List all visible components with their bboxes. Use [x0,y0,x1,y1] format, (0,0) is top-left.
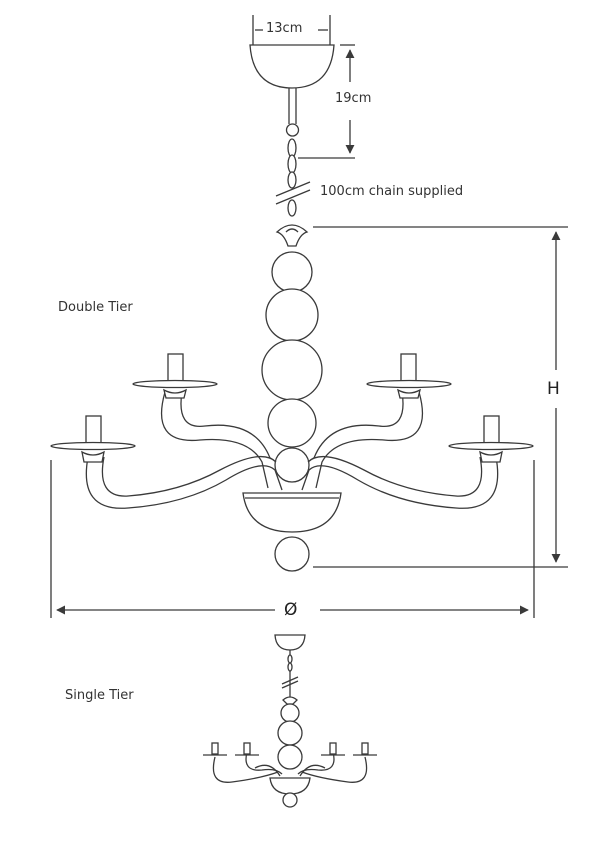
canopy-width-label: 13cm [266,21,303,36]
chain-label: 100cm chain supplied [320,184,464,199]
canopy-width-dimension [252,15,331,45]
single-tier-chandelier [203,634,377,808]
height-dimension [313,226,568,568]
double-tier-label: Double Tier [58,300,133,315]
height-label: H [547,379,560,399]
double-tier-chandelier [50,44,534,572]
single-tier-label: Single Tier [65,688,134,703]
diameter-label: Ø [284,600,298,620]
canopy-height-label: 19cm [335,91,372,106]
canopy-height-dimension [298,44,355,159]
diameter-dimension [50,460,535,618]
